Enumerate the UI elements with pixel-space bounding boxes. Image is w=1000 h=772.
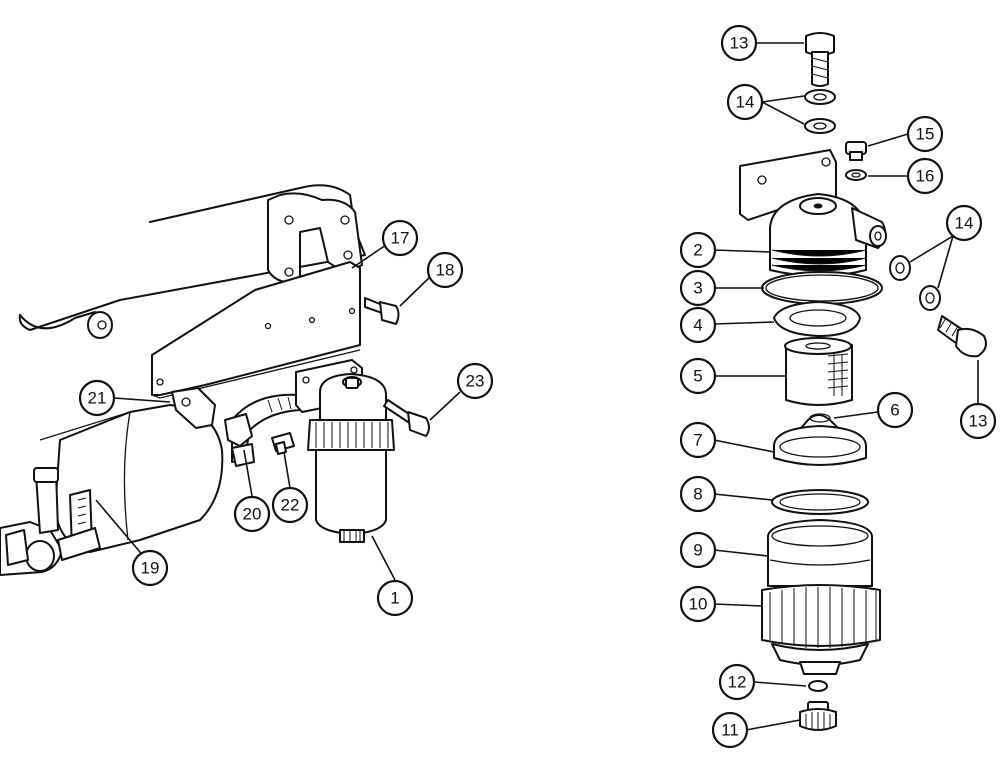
engine-mounted-assembly [0, 184, 430, 576]
washer-14-right-a [889, 255, 911, 281]
washer-14-right-b [919, 285, 941, 311]
callout-label: 6 [890, 401, 899, 420]
ring-7 [773, 425, 867, 466]
callout-label: 3 [693, 279, 702, 298]
o-ring-12 [808, 680, 828, 692]
callout-label: 5 [693, 367, 702, 386]
callout-label: 17 [391, 229, 410, 248]
callout-label: 9 [693, 541, 702, 560]
callout-14-right: 14 [945, 204, 983, 242]
callout-label: 8 [693, 485, 702, 504]
callout-19: 19 [131, 549, 169, 587]
callout-label: 16 [916, 167, 935, 186]
leader-lines [95, 42, 979, 731]
callout-13-right: 13 [959, 402, 997, 440]
callout-label: 4 [693, 316, 702, 335]
callout-label: 1 [390, 589, 399, 608]
bowl-9 [767, 519, 873, 587]
mounting-bracket [151, 261, 361, 396]
callout-6: 6 [876, 391, 914, 429]
callout-label: 19 [141, 559, 160, 578]
bowl-ring-10 [761, 584, 881, 647]
bolt-18 [364, 297, 400, 325]
callout-14-top: 14 [726, 83, 764, 121]
callout-16: 16 [906, 157, 944, 195]
callout-label: 11 [721, 721, 739, 740]
drain-plug-11 [799, 701, 837, 731]
callout-label: 20 [243, 505, 262, 524]
callout-label: 13 [730, 34, 749, 53]
callout-18: 18 [426, 251, 464, 289]
callout-label: 12 [728, 673, 747, 692]
filter-head [319, 373, 387, 421]
callout-label: 13 [969, 412, 988, 431]
washer-14-lower [804, 118, 836, 134]
washer-14-upper [804, 89, 836, 105]
callout-4: 4 [679, 306, 717, 344]
callout-23: 23 [456, 362, 494, 400]
washer-16 [845, 169, 867, 181]
callout-17: 17 [381, 219, 419, 257]
seal-4 [773, 301, 861, 337]
callout-label: 14 [955, 214, 974, 233]
callout-15: 15 [906, 115, 944, 153]
callout-21: 21 [78, 379, 116, 417]
callout-9: 9 [679, 531, 717, 569]
callout-10: 10 [679, 585, 717, 623]
callout-2: 2 [679, 231, 717, 269]
callout-label: 21 [88, 389, 107, 408]
callout-5: 5 [679, 357, 717, 395]
o-ring-3 [761, 271, 883, 305]
callout-12: 12 [718, 663, 756, 701]
callout-label: 15 [916, 125, 935, 144]
callout-8: 8 [679, 475, 717, 513]
filter-bowl [315, 449, 387, 535]
callout-11: 11 [711, 711, 749, 749]
callout-label: 23 [466, 372, 485, 391]
filter-bowl-ring [307, 419, 395, 451]
callout-label: 10 [689, 595, 708, 614]
bolt-13-top [805, 32, 835, 87]
callout-label: 22 [281, 496, 300, 515]
callout-label: 7 [693, 431, 702, 450]
bolt-13-right [937, 315, 987, 358]
exploded-filter-assembly [739, 32, 987, 731]
callout-label: 18 [436, 261, 455, 280]
callout-1: 1 [376, 579, 414, 617]
callout-3: 3 [679, 269, 717, 307]
clamp-21 [171, 387, 216, 429]
callout-13-top: 13 [720, 24, 758, 62]
callout-20: 20 [233, 495, 271, 533]
callout-label: 14 [736, 93, 755, 112]
plug-15 [845, 141, 867, 161]
callout-label: 2 [693, 241, 702, 260]
callout-22: 22 [271, 486, 309, 524]
callout-7: 7 [679, 421, 717, 459]
bolt-23 [383, 399, 430, 437]
